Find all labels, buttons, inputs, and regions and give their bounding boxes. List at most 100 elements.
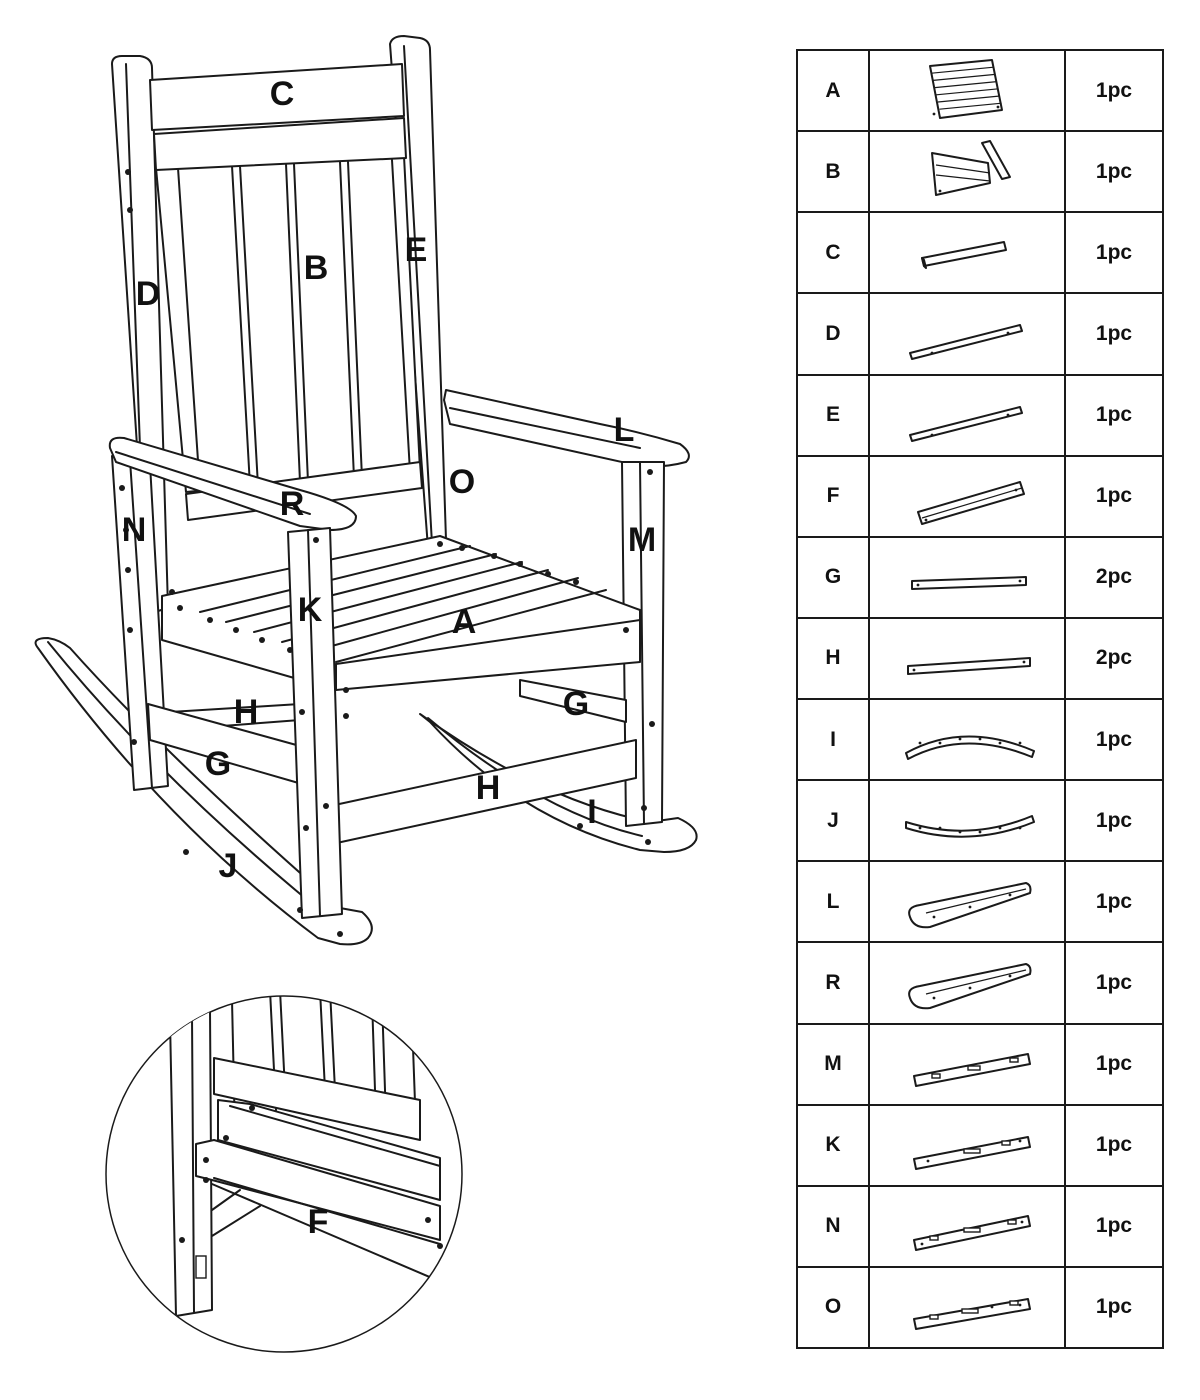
- back-leg-right-icon: [909, 405, 1023, 442]
- part-quantity: 1pc: [1064, 130, 1164, 214]
- part-quantity: 2pc: [1064, 616, 1164, 701]
- part-quantity: 1pc: [1064, 697, 1164, 782]
- part-row-k: K 1pc: [796, 1103, 1164, 1187]
- front-leg-k: [287, 527, 343, 919]
- callout-f: F: [308, 1203, 329, 1241]
- armrest-right-icon: [908, 963, 1032, 1010]
- part-quantity: 1pc: [1064, 292, 1164, 376]
- top-rail-c: [149, 63, 407, 171]
- part-row-j: J 1pc: [796, 779, 1164, 863]
- cross-rail-icon: [907, 656, 1031, 675]
- callout-i: I: [587, 793, 596, 831]
- side-rail-g-right: [519, 679, 627, 723]
- back-leg-left-icon: [909, 324, 1023, 361]
- part-quantity: 1pc: [1064, 779, 1164, 863]
- side-rail-icon: [911, 575, 1027, 590]
- screw-dots: [119, 169, 655, 937]
- part-thumbnail: [868, 1103, 1066, 1187]
- armrest-left-icon: [908, 882, 1032, 929]
- part-letter: I: [796, 697, 870, 782]
- callout-r: R: [280, 485, 305, 523]
- armrest-l: [443, 389, 690, 468]
- part-quantity: 1pc: [1064, 48, 1164, 133]
- callout-j: J: [219, 847, 238, 885]
- part-letter: D: [796, 292, 870, 376]
- part-thumbnail: [868, 373, 1066, 457]
- part-row-c: C 1pc: [796, 211, 1164, 295]
- callout-k: K: [298, 591, 323, 629]
- part-thumbnail: [868, 292, 1066, 376]
- callout-m: M: [628, 521, 656, 559]
- part-row-o: O 1pc: [796, 1265, 1164, 1350]
- rocker-left-icon: [905, 815, 1035, 838]
- part-quantity: 1pc: [1064, 373, 1164, 457]
- part-row-h: H 2pc: [796, 616, 1164, 701]
- part-letter: C: [796, 211, 870, 295]
- callout-d: D: [136, 275, 161, 313]
- callout-c: C: [270, 75, 295, 113]
- part-quantity: 1pc: [1064, 211, 1164, 295]
- callout-o: O: [449, 463, 475, 501]
- rocker-right-icon: [905, 735, 1035, 761]
- part-thumbnail: [868, 1184, 1066, 1268]
- part-letter: B: [796, 130, 870, 214]
- part-letter: N: [796, 1184, 870, 1268]
- part-letter: H: [796, 616, 870, 701]
- part-quantity: 1pc: [1064, 860, 1164, 944]
- backrest-panel-icon: [931, 140, 1011, 197]
- part-letter: K: [796, 1103, 870, 1187]
- part-row-a: A 1pc: [796, 48, 1164, 133]
- part-quantity: 1pc: [1064, 454, 1164, 538]
- part-thumbnail: [868, 779, 1066, 863]
- part-row-r: R 1pc: [796, 941, 1164, 1025]
- detail-view-f: F: [105, 995, 463, 1353]
- rocker-j: [34, 637, 373, 946]
- part-quantity: 1pc: [1064, 1265, 1164, 1350]
- part-letter: F: [796, 454, 870, 538]
- part-thumbnail: [868, 48, 1066, 133]
- part-thumbnail: [868, 1022, 1066, 1106]
- part-row-d: D 1pc: [796, 292, 1164, 376]
- back-support-rail-icon: [917, 480, 1025, 525]
- part-thumbnail: [868, 616, 1066, 701]
- part-thumbnail: [868, 535, 1066, 619]
- part-row-f: F 1pc: [796, 454, 1164, 538]
- seat-panel-icon: [929, 59, 1003, 120]
- front-leg-m-icon: [913, 1052, 1031, 1087]
- part-letter: A: [796, 48, 870, 133]
- part-letter: R: [796, 941, 870, 1025]
- part-thumbnail: [868, 860, 1066, 944]
- part-letter: O: [796, 1265, 870, 1350]
- top-rail-icon: [921, 241, 1007, 270]
- side-leg-o-icon: [913, 1297, 1031, 1330]
- seat-a: [161, 535, 641, 691]
- callout-labels: C B D E L O R N M K A H G G H I J: [122, 75, 656, 885]
- part-letter: M: [796, 1022, 870, 1106]
- part-thumbnail: [868, 941, 1066, 1025]
- part-letter: J: [796, 779, 870, 863]
- callout-e: E: [405, 231, 428, 269]
- part-letter: G: [796, 535, 870, 619]
- part-row-e: E 1pc: [796, 373, 1164, 457]
- part-thumbnail: [868, 130, 1066, 214]
- backrest-b: [155, 155, 421, 493]
- part-thumbnail: [868, 454, 1066, 538]
- part-row-m: M 1pc: [796, 1022, 1164, 1106]
- callout-g-right: G: [563, 685, 589, 723]
- part-quantity: 1pc: [1064, 941, 1164, 1025]
- part-quantity: 1pc: [1064, 1103, 1164, 1187]
- part-thumbnail: [868, 697, 1066, 782]
- callout-h-front: H: [476, 769, 501, 807]
- part-row-n: N 1pc: [796, 1184, 1164, 1268]
- part-quantity: 1pc: [1064, 1184, 1164, 1268]
- part-letter: E: [796, 373, 870, 457]
- callout-a: A: [452, 603, 477, 641]
- callout-g-left: G: [205, 745, 231, 783]
- part-quantity: 1pc: [1064, 1022, 1164, 1106]
- front-leg-k-icon: [913, 1135, 1031, 1170]
- callout-l: L: [614, 411, 635, 449]
